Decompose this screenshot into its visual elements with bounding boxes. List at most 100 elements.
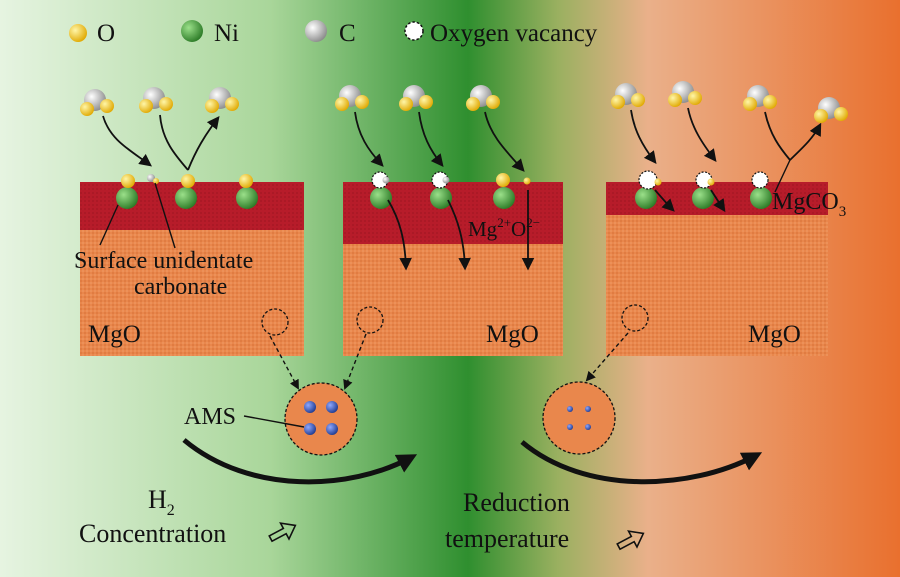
h2-label: H2 <box>148 485 175 519</box>
adsorption-arrow <box>687 107 717 163</box>
oxygen-vacancy <box>751 171 769 189</box>
carbonate-carbon-atom <box>147 174 155 182</box>
nickel-atom <box>750 187 772 209</box>
ams-nanoparticle <box>585 406 591 412</box>
magnified-particle-large-ams <box>284 382 358 456</box>
zoom-left-particle: AMS <box>184 333 367 456</box>
mgo-support-middle <box>343 228 563 356</box>
co2-molecule <box>814 97 848 123</box>
co2-molecule <box>668 81 702 107</box>
co2-molecule <box>139 87 173 113</box>
adsorbed-oxygen-atom <box>523 177 531 185</box>
ams-nanoparticle <box>304 401 316 413</box>
ams-nanoparticle <box>304 423 316 435</box>
ams-nanoparticle <box>585 424 591 430</box>
increase-arrow-icon <box>268 522 297 543</box>
vacancy-legend-icon <box>404 21 424 41</box>
nickel-atom <box>175 187 197 209</box>
adsorption-arrow <box>484 111 525 172</box>
carbonate-oxygen-atom <box>153 178 159 184</box>
legend-oxygen-label: O <box>97 20 115 47</box>
nickel-atom <box>236 187 258 209</box>
oxygen-migration-arrow <box>654 189 675 212</box>
nickel-legend-icon <box>181 20 203 42</box>
zoom-origin-circle <box>261 308 289 336</box>
oxygen-atom <box>181 174 195 188</box>
mgo-label-left: MgO <box>88 321 141 348</box>
magnified-particle-small-ams <box>542 381 616 455</box>
nickel-atom <box>116 187 138 209</box>
zoom-origin-circle <box>621 304 649 332</box>
nickel-atom <box>692 187 714 209</box>
desorption-arrow <box>187 115 220 171</box>
ams-callout-line <box>243 415 305 428</box>
oxygen-legend-icon <box>69 24 87 42</box>
co2-molecule <box>399 85 433 111</box>
surface-carbonate-label-line2: carbonate <box>134 274 227 300</box>
zoom-connector <box>585 332 629 382</box>
panel-middle: Mg2+O2− MgO <box>335 85 563 356</box>
legend: O Ni C Oxygen vacancy <box>69 20 598 47</box>
h2-concentration-trend-arrow <box>182 438 418 485</box>
adsorption-arrow <box>418 111 444 167</box>
carbonate-callout-line <box>154 182 176 249</box>
adsorbed-oxygen-atom <box>654 178 662 186</box>
nickel-atom <box>635 187 657 209</box>
adsorption-arrow <box>630 109 657 165</box>
mgo-label-middle: MgO <box>486 321 539 348</box>
increase-arrow-icon <box>616 530 645 551</box>
oxygen-migration-arrow <box>710 189 726 213</box>
carbon-legend-icon <box>305 20 327 42</box>
nickel-atom <box>493 187 515 209</box>
mgo-support-left <box>80 228 304 356</box>
adsorption-arrow <box>102 115 153 167</box>
panel-left: Surface unidentate carbonate MgO <box>74 87 304 356</box>
zoom-origin-circle <box>356 306 384 334</box>
ams-nanoparticle <box>326 401 338 413</box>
desorption-arrow <box>764 111 791 161</box>
surface-carbonate-label-line1: Surface unidentate <box>74 248 253 274</box>
co2-molecule <box>611 83 645 109</box>
desorption-arrow <box>159 114 189 171</box>
ams-nanoparticle <box>567 424 573 430</box>
reduction-label: Reduction <box>463 488 570 517</box>
legend-vacancy-label: Oxygen vacancy <box>430 20 598 47</box>
oxygen-atom <box>121 174 135 188</box>
mgo-support-right <box>606 212 828 356</box>
oxygen-vacancy <box>638 170 658 190</box>
nickel-atom <box>430 187 452 209</box>
legend-nickel-label: Ni <box>214 20 239 47</box>
oxygen-atom <box>239 174 253 188</box>
mgco3-label: MgCO3 <box>772 189 846 220</box>
panel-right: MgCO3 MgO <box>606 81 848 356</box>
zoom-right-particle <box>542 332 629 455</box>
desorption-arrow <box>789 122 822 161</box>
co2-molecule <box>743 85 777 111</box>
carbonate-callout-line <box>99 204 119 246</box>
temperature-label: temperature <box>445 524 569 553</box>
co2-molecule <box>80 89 114 116</box>
nickel-atom <box>370 187 392 209</box>
co2-molecule <box>205 87 239 113</box>
zoom-connector <box>343 333 367 390</box>
zoom-connector <box>269 335 299 390</box>
adsorbed-carbon-atom <box>442 176 450 184</box>
ams-nanoparticle <box>567 406 573 412</box>
co2-molecule <box>335 85 369 111</box>
oxygen-atom <box>496 173 510 187</box>
mgco3-callout-line <box>774 159 791 193</box>
mgo-label-right: MgO <box>748 321 801 348</box>
mg-o-ion-label: Mg2+O2− <box>468 215 540 241</box>
oxygen-migration-arrow <box>447 199 471 271</box>
reduction-temperature-trend-arrow <box>520 440 763 485</box>
legend-carbon-label: C <box>339 20 356 47</box>
concentration-label: Concentration <box>79 519 226 548</box>
adsorbed-carbon-atom <box>382 176 390 184</box>
ams-label: AMS <box>184 404 236 430</box>
oxygen-migration-arrow <box>387 199 412 271</box>
adsorbed-oxygen-atom <box>707 178 715 186</box>
ams-nanoparticle <box>326 423 338 435</box>
co2-molecule <box>466 85 500 111</box>
